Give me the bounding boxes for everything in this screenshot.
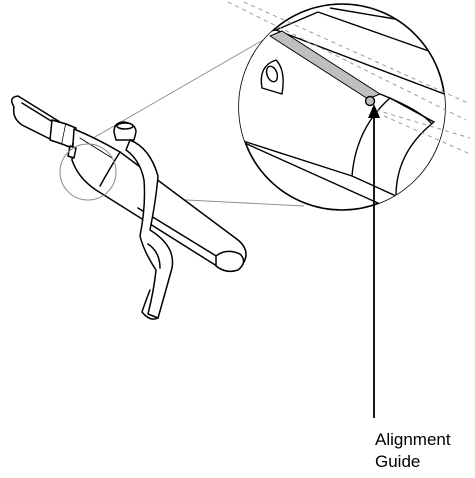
instrument-body	[11, 95, 247, 320]
end-cap	[215, 250, 245, 273]
alignment-dashed-lines	[227, 1, 471, 155]
magnifier-source-circle	[59, 143, 117, 201]
magnifier-detail-icon	[238, 3, 446, 211]
trigger-handle	[125, 139, 174, 319]
callout-label-line-1: Alignment	[375, 430, 451, 449]
arrow-up-icon	[368, 104, 380, 418]
callout-label-line-2: Guide	[375, 452, 421, 471]
alignment-guide-marker	[364, 95, 376, 107]
